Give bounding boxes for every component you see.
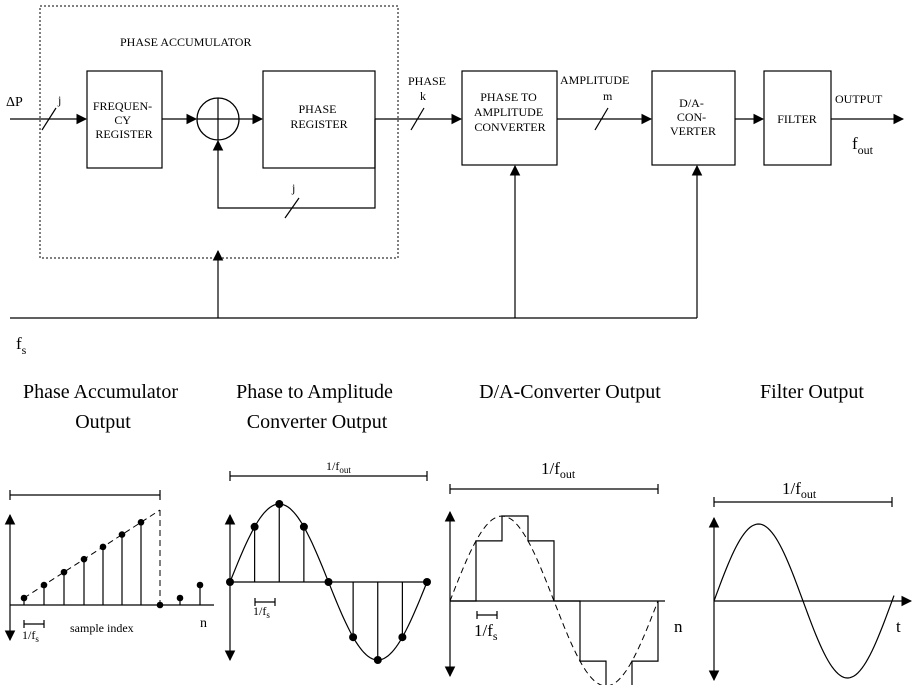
ptoa-sample-dot	[250, 522, 259, 531]
acc-sample-dot	[176, 594, 184, 602]
feedback-path	[212, 119, 376, 209]
dac-staircase	[450, 515, 659, 685]
dac-period-label: 1/fout	[541, 459, 576, 481]
input-width-label: j	[57, 93, 61, 107]
amplitude-bus-label: AMPLITUDE	[560, 73, 629, 87]
accumulator-plot: 1/fs sample index n	[4, 490, 214, 644]
acc-sample-dot	[137, 518, 145, 526]
panel-title-ptoa: Phase to Amplitude Converter Output	[236, 381, 398, 433]
dac-plot: 1/fout 1/fs n	[444, 459, 683, 685]
acc-sample-dot	[118, 531, 126, 538]
ptoa-sample-dot	[373, 656, 382, 664]
ptoa-sample-period-label: 1/fs	[253, 604, 270, 620]
amplitude-width-label: m	[603, 89, 613, 103]
dac-block	[651, 70, 736, 166]
feedback-slash	[284, 197, 300, 219]
acc-sample-dot	[156, 601, 164, 609]
filter-label: FILTER	[777, 112, 817, 126]
frequency-register-block	[86, 70, 163, 169]
ptoa-plot: 1/fout 1/fs	[224, 459, 431, 664]
panel-title-accumulator: Phase Accumulator Output	[23, 381, 183, 433]
phase-register-label: PHASE REGISTER	[290, 102, 347, 131]
acc-sample-period-label: 1/fs	[22, 628, 39, 644]
delta-p-label: ΔP	[6, 95, 23, 110]
phase-to-amplitude-block	[461, 70, 558, 166]
phase-bus-label: PHASE	[408, 74, 446, 88]
ptoa-sample-dot	[275, 500, 284, 508]
acc-sample-dot	[60, 568, 68, 576]
ptoa-sample-dot	[324, 578, 333, 586]
acc-sample-dot	[40, 581, 48, 589]
amplitude-bus-slash	[594, 107, 609, 131]
ptoa-sample-dot	[299, 522, 308, 531]
acc-sample-dot	[196, 581, 204, 589]
phase-to-amplitude-label: PHASE TO AMPLITUDE CONVERTER	[474, 90, 546, 134]
dac-dashed-sine	[449, 515, 659, 685]
acc-sample-stems	[20, 518, 204, 609]
phase-accumulator-label: PHASE ACCUMULATOR	[120, 35, 251, 49]
ptoa-sample-dot	[349, 633, 358, 642]
fout-label: fout	[852, 134, 874, 157]
panel-title-filter: Filter Output	[760, 381, 864, 403]
output-label: OUTPUT	[835, 92, 883, 106]
filter-sine-curve	[713, 523, 895, 679]
panel-title-dac: D/A-Converter Output	[479, 381, 661, 403]
ptoa-sample-dot	[423, 578, 431, 586]
filter-plot: 1/fout t	[708, 479, 913, 682]
filter-block	[763, 70, 832, 166]
ptoa-period-label: 1/fout	[326, 459, 351, 475]
frequency-register-label: FREQUEN- CY REGISTER	[93, 99, 155, 141]
acc-sample-dot	[20, 594, 28, 602]
filter-t-label: t	[896, 617, 901, 636]
ptoa-sample-stems	[226, 500, 431, 664]
ptoa-sample-dot	[398, 633, 407, 642]
clock-fs-label: fs	[16, 334, 27, 357]
acc-sample-dot	[99, 543, 107, 551]
dac-label: D/A- CON- VERTER	[670, 96, 716, 138]
dac-sample-period-label: 1/fs	[474, 621, 498, 643]
adder-symbol	[196, 97, 240, 141]
input-bus-slash	[41, 107, 57, 131]
ptoa-sample-dot	[226, 578, 234, 586]
feedback-width-label: j	[291, 181, 295, 195]
phase-bus-slash	[410, 107, 425, 131]
acc-sample-index-label: sample index	[70, 621, 134, 635]
acc-n-label: n	[200, 616, 207, 631]
phase-width-label: k	[420, 89, 426, 103]
acc-sample-dot	[80, 555, 88, 563]
filter-period-label: 1/fout	[782, 479, 817, 501]
dac-n-label: n	[674, 617, 683, 636]
acc-ramp-dashed	[23, 509, 161, 599]
